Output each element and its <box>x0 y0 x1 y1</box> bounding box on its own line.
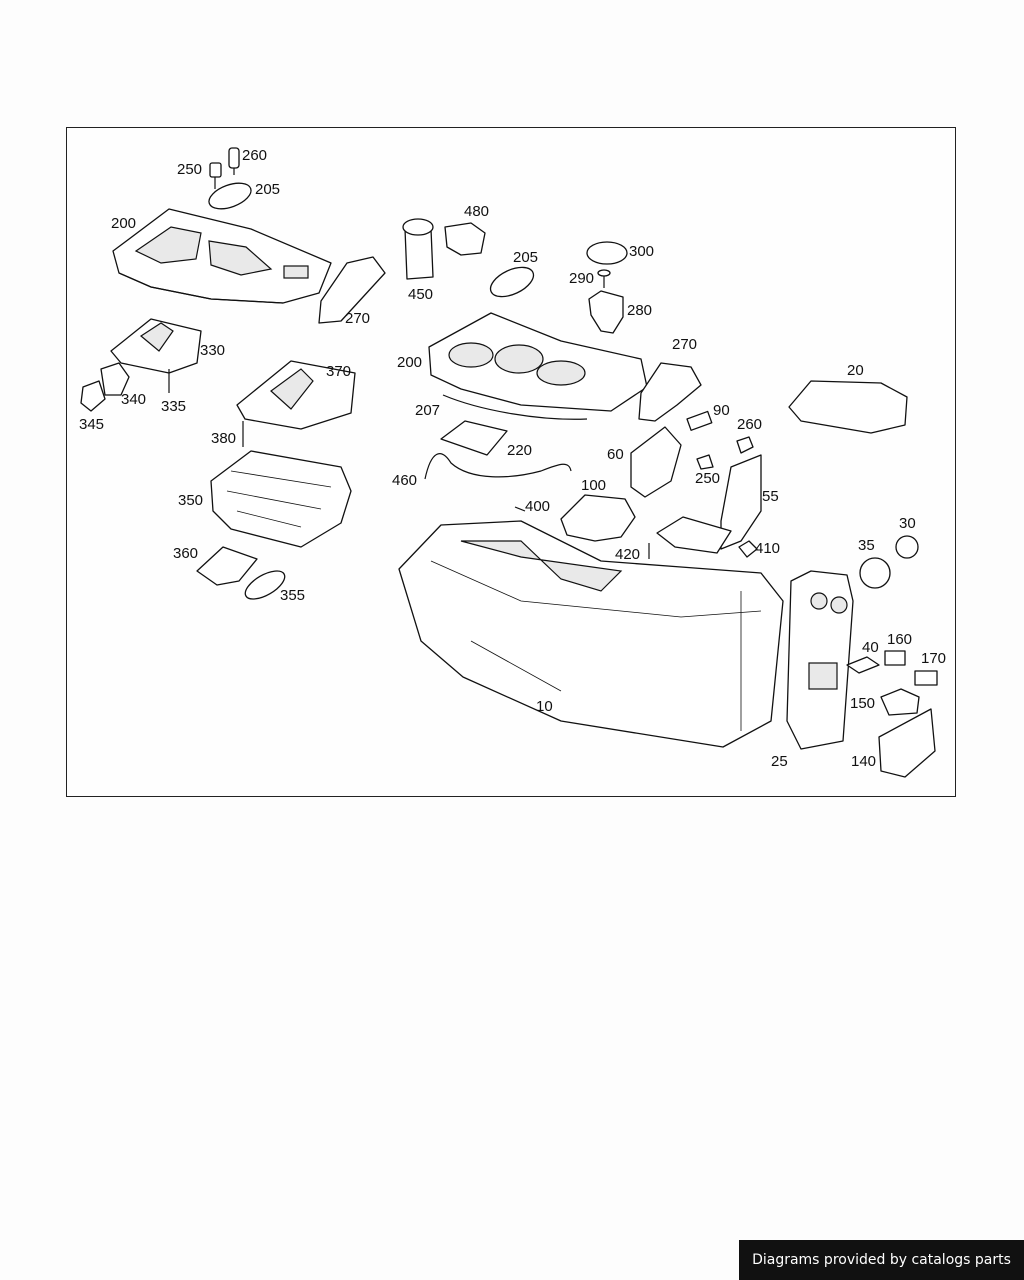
catalog-credit-text: Diagrams provided by catalogs parts <box>752 1252 1011 1268</box>
callout-label: 355 <box>280 587 305 604</box>
exploded-parts-diagram: 250 260 205 200 480 450 205 300 290 280 … <box>79 147 946 778</box>
callout-label: 290 <box>569 270 594 287</box>
callout-label: 10 <box>536 698 553 715</box>
callout-label: 170 <box>921 650 946 667</box>
callout-label: 270 <box>672 336 697 353</box>
callout-label: 345 <box>79 416 104 433</box>
part-345-switch <box>80 380 106 412</box>
part-340-switch <box>100 362 130 396</box>
part-40-plate <box>846 656 880 674</box>
part-200-upper-trim-left <box>112 208 332 304</box>
callout-label: 380 <box>211 430 236 447</box>
part-170-switch <box>914 670 938 686</box>
part-90-connector <box>686 410 713 431</box>
part-370-tray <box>236 360 356 430</box>
part-205-ring <box>489 266 535 298</box>
part-35-outlet <box>859 557 891 589</box>
callout-label: 20 <box>847 362 864 379</box>
catalog-credit-badge: Diagrams provided by catalogs parts <box>739 1240 1024 1280</box>
part-150-bezel <box>880 688 920 716</box>
callout-label: 150 <box>850 695 875 712</box>
part-300-cap <box>586 241 628 265</box>
callout-label: 220 <box>507 442 532 459</box>
part-205-gasket <box>208 182 252 210</box>
callout-label: 280 <box>627 302 652 319</box>
callout-label: 370 <box>326 363 351 380</box>
callout-label: 90 <box>713 402 730 419</box>
callout-label: 330 <box>200 342 225 359</box>
callout-label: 260 <box>737 416 762 433</box>
callout-label: 205 <box>255 181 280 198</box>
callout-label: 30 <box>899 515 916 532</box>
callout-label: 480 <box>464 203 489 220</box>
callout-label: 400 <box>525 498 550 515</box>
part-410-nut <box>738 540 758 558</box>
part-30-ring <box>895 535 919 559</box>
callout-label: 200 <box>111 215 136 232</box>
part-55-liner <box>720 454 762 550</box>
part-liner-pad <box>656 516 732 554</box>
part-480-bracket <box>444 222 486 256</box>
part-450-cup <box>402 218 434 280</box>
callout-label: 200 <box>397 354 422 371</box>
callout-label: 60 <box>607 446 624 463</box>
part-207-strip <box>442 394 588 420</box>
callout-label: 260 <box>242 147 267 164</box>
part-200-upper-trim-center <box>428 312 648 412</box>
callout-label: 335 <box>161 398 186 415</box>
part-220-pad <box>440 420 508 456</box>
callout-label: 270 <box>345 310 370 327</box>
part-360-mat <box>196 546 258 586</box>
part-250-clip <box>209 162 222 189</box>
part-460-wiring <box>424 453 572 480</box>
part-100-shifter <box>560 494 636 542</box>
callout-label: 450 <box>408 286 433 303</box>
callout-label: 460 <box>392 472 417 489</box>
part-350-storage-box <box>210 450 352 548</box>
part-355-gasket <box>244 570 286 600</box>
callout-label: 140 <box>851 753 876 770</box>
callout-label: 420 <box>615 546 640 563</box>
callout-label: 35 <box>858 537 875 554</box>
part-270-end-cap-right <box>638 362 702 422</box>
part-260-pin-right <box>736 436 754 454</box>
part-20-armrest-lid <box>788 380 908 434</box>
callout-label: 55 <box>762 488 779 505</box>
callout-label: 250 <box>177 161 202 178</box>
callout-label: 410 <box>755 540 780 557</box>
part-290-screw <box>597 269 611 288</box>
part-140-pocket <box>878 708 936 778</box>
part-25-rear-panel <box>786 570 854 750</box>
callout-label: 160 <box>887 631 912 648</box>
diagram-frame: 250 260 205 200 480 450 205 300 290 280 … <box>66 127 956 797</box>
callout-label: 350 <box>178 492 203 509</box>
callout-label: 40 <box>862 639 879 656</box>
part-400-screw <box>514 506 526 512</box>
part-270-end-cap-left <box>318 256 386 324</box>
callout-label: 207 <box>415 402 440 419</box>
part-250-clip-right <box>696 454 714 470</box>
part-330-shift-cover <box>110 318 202 374</box>
callout-label: 340 <box>121 391 146 408</box>
part-260-pin <box>228 147 240 175</box>
callout-label: 250 <box>695 470 720 487</box>
callout-label: 360 <box>173 545 198 562</box>
callout-label: 25 <box>771 753 788 770</box>
callout-label: 100 <box>581 477 606 494</box>
part-160-switch <box>884 650 906 666</box>
callout-label: 300 <box>629 243 654 260</box>
callout-label: 205 <box>513 249 538 266</box>
part-60-module <box>630 426 682 498</box>
part-10-console-body <box>398 520 784 748</box>
part-280-knob-base <box>588 290 624 334</box>
